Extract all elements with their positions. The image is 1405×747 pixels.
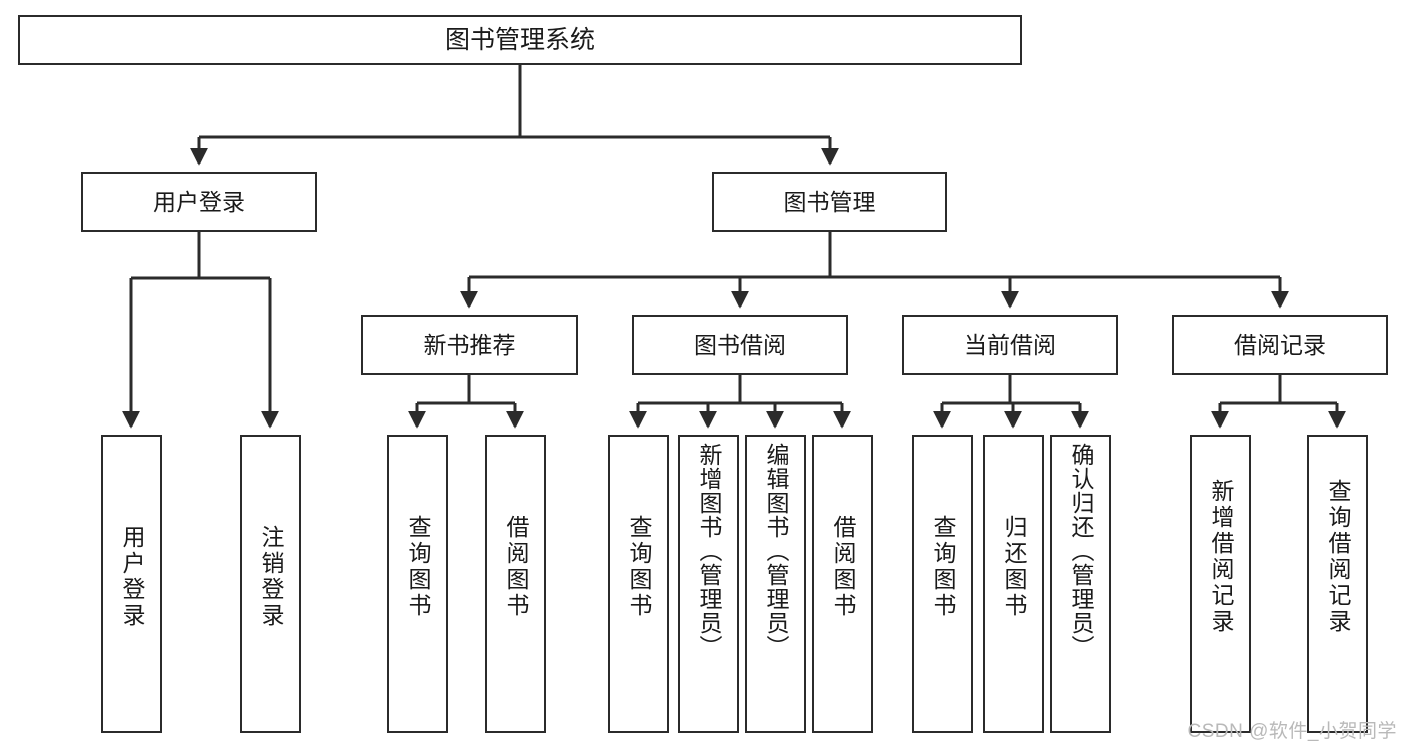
node-leaf-query-book-3-label: 查询图书 [930, 515, 956, 619]
node-leaf-query-book-2[interactable]: 查询图书 [608, 435, 669, 733]
node-leaf-borrow-book-2[interactable]: 借阅图书 [812, 435, 873, 733]
node-leaf-user-logout-label: 注销登录 [258, 525, 284, 629]
node-book-manage-label: 图书管理 [783, 188, 876, 215]
node-current-borrow-label: 当前借阅 [964, 331, 1056, 358]
watermark-text: CSDN @软件_小贺同学 [1187, 721, 1397, 742]
node-leaf-add-book[interactable]: 新增图书（管理员） [678, 435, 739, 733]
node-leaf-query-record[interactable]: 查询借阅记录 [1307, 435, 1368, 733]
node-leaf-add-book-label: 新增图书（管理员） [696, 443, 722, 659]
node-borrow-record-label: 借阅记录 [1234, 331, 1326, 358]
node-user-login-label: 用户登录 [153, 188, 245, 215]
node-leaf-query-book-1[interactable]: 查询图书 [387, 435, 448, 733]
node-current-borrow[interactable]: 当前借阅 [902, 315, 1118, 375]
node-leaf-return-book[interactable]: 归还图书 [983, 435, 1044, 733]
node-user-login[interactable]: 用户登录 [81, 172, 317, 232]
node-leaf-add-record[interactable]: 新增借阅记录 [1190, 435, 1251, 733]
node-new-book-rec[interactable]: 新书推荐 [361, 315, 578, 375]
node-root[interactable]: 图书管理系统 [18, 15, 1022, 65]
node-leaf-edit-book-label: 编辑图书（管理员） [763, 443, 789, 659]
node-leaf-borrow-book-2-label: 借阅图书 [830, 515, 856, 619]
node-root-label: 图书管理系统 [444, 25, 595, 54]
node-leaf-edit-book[interactable]: 编辑图书（管理员） [745, 435, 806, 733]
node-leaf-borrow-book-1[interactable]: 借阅图书 [485, 435, 546, 733]
node-leaf-user-login-label: 用户登录 [119, 525, 145, 629]
node-leaf-return-book-label: 归还图书 [1001, 515, 1027, 619]
node-book-borrow[interactable]: 图书借阅 [632, 315, 848, 375]
node-book-manage[interactable]: 图书管理 [712, 172, 947, 232]
node-leaf-borrow-book-1-label: 借阅图书 [503, 515, 529, 619]
node-book-borrow-label: 图书借阅 [694, 331, 786, 358]
node-leaf-query-book-2-label: 查询图书 [626, 515, 652, 619]
node-leaf-user-logout[interactable]: 注销登录 [240, 435, 301, 733]
node-borrow-record[interactable]: 借阅记录 [1172, 315, 1388, 375]
node-leaf-query-book-3[interactable]: 查询图书 [912, 435, 973, 733]
node-leaf-confirm-return[interactable]: 确认归还（管理员） [1050, 435, 1111, 733]
node-new-book-rec-label: 新书推荐 [423, 331, 516, 358]
node-leaf-confirm-return-label: 确认归还（管理员） [1068, 443, 1094, 659]
node-leaf-query-record-label: 查询借阅记录 [1325, 479, 1351, 635]
node-leaf-query-book-1-label: 查询图书 [405, 515, 431, 619]
node-leaf-user-login[interactable]: 用户登录 [101, 435, 162, 733]
node-leaf-add-record-label: 新增借阅记录 [1208, 479, 1234, 635]
